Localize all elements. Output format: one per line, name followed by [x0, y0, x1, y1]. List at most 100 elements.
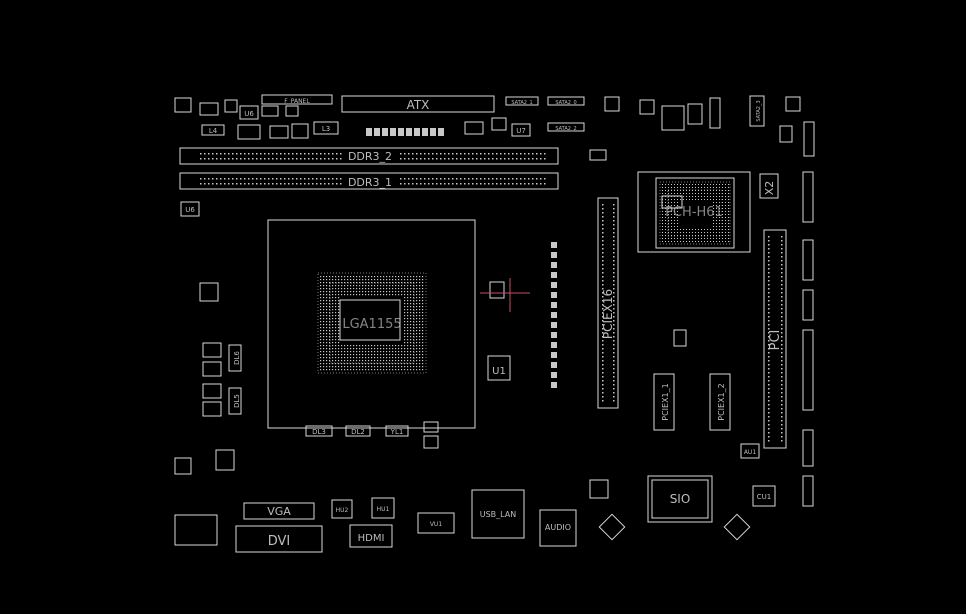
capacitor	[551, 302, 557, 308]
ddr-pin	[512, 183, 514, 185]
pch-ball	[722, 223, 723, 224]
vrm-chip	[202, 361, 222, 377]
cpu-pin	[386, 288, 388, 290]
cpu-pin	[416, 318, 418, 320]
cpu-pin	[320, 303, 322, 305]
cpu-pin	[332, 327, 334, 329]
cpu-pin	[362, 345, 364, 347]
cpu-pin	[380, 366, 382, 368]
pch-ball	[728, 196, 729, 197]
pch-ball	[713, 235, 714, 236]
ddr-pin	[248, 158, 250, 160]
sata2-1-label: SATA2_1	[511, 100, 532, 106]
ddr-pin	[292, 158, 294, 160]
pch-ball	[671, 184, 672, 185]
slot-pin	[602, 252, 604, 254]
cpu-pin	[422, 285, 424, 287]
slot-pin	[781, 328, 783, 330]
cpu-pin	[332, 291, 334, 293]
cpu-pin	[410, 342, 412, 344]
pch-ball	[725, 193, 726, 194]
ddr-pin	[416, 183, 418, 185]
pch-ball	[713, 220, 714, 221]
cpu-pin	[413, 321, 415, 323]
pch-ball	[707, 229, 708, 230]
slot-pin	[768, 316, 770, 318]
pch-ball	[668, 196, 669, 197]
pch-ball	[665, 223, 666, 224]
slot-pin	[602, 260, 604, 262]
cpu-pin	[419, 300, 421, 302]
capacitor	[551, 322, 557, 328]
sata2-3-label: SATA2_3	[756, 100, 762, 121]
ddr-pin	[508, 178, 510, 180]
slot-pin	[781, 356, 783, 358]
cpu-pin	[401, 282, 403, 284]
pch-ball	[677, 193, 678, 194]
pch-ball	[719, 187, 720, 188]
slot-pin	[781, 320, 783, 322]
pciex1-2-slot	[709, 373, 731, 431]
ddr-pin	[272, 158, 274, 160]
pch-ball	[686, 193, 687, 194]
cpu-pin	[359, 360, 361, 362]
slot-pin	[768, 428, 770, 430]
cpu-pin	[404, 294, 406, 296]
cpu-pin	[422, 309, 424, 311]
pch-ball	[665, 184, 666, 185]
cpu-pin	[389, 369, 391, 371]
cpu-pin	[329, 309, 331, 311]
cpu-pin	[338, 324, 340, 326]
pch-ball	[698, 196, 699, 197]
pch-ball	[674, 187, 675, 188]
cpu-pin	[338, 315, 340, 317]
dl2-led	[345, 425, 371, 437]
cpu-pin	[335, 354, 337, 356]
cpu-pin	[323, 282, 325, 284]
header-pin	[406, 128, 412, 136]
cpu-pin	[335, 306, 337, 308]
cpu-pin	[398, 363, 400, 365]
slot-pin	[613, 316, 615, 318]
cpu-pin	[407, 276, 409, 278]
pciex16-slot	[597, 197, 619, 409]
cpu-pin	[341, 360, 343, 362]
cpu-pin	[386, 294, 388, 296]
ddr-pin	[228, 178, 230, 180]
cpu-pin	[329, 279, 331, 281]
cu1-label: CU1	[757, 493, 771, 501]
cpu-pin	[320, 348, 322, 350]
cpu-pin	[419, 342, 421, 344]
cpu-pin	[362, 291, 364, 293]
cpu-pin	[332, 333, 334, 335]
ddr-pin	[284, 158, 286, 160]
cpu-pin	[413, 303, 415, 305]
slot-pin	[602, 296, 604, 298]
pch-ball	[686, 238, 687, 239]
cpu-pin	[395, 360, 397, 362]
pch-ball	[683, 241, 684, 242]
cpu-pin	[347, 351, 349, 353]
pch-ball	[713, 214, 714, 215]
ddr-pin	[324, 178, 326, 180]
cpu-pin	[413, 339, 415, 341]
cpu-pin	[413, 309, 415, 311]
pch-ball	[665, 205, 666, 206]
cpu-pin	[344, 345, 346, 347]
cpu-pin	[383, 357, 385, 359]
cpu-pin	[407, 330, 409, 332]
cpu-pin	[344, 357, 346, 359]
slot-pin	[781, 264, 783, 266]
capacitor	[551, 382, 557, 388]
ddr-pin	[528, 178, 530, 180]
ddr-pin	[216, 153, 218, 155]
slot-pin	[781, 292, 783, 294]
cpu-pin	[386, 360, 388, 362]
cpu-pin	[401, 348, 403, 350]
dl3-led	[305, 425, 333, 437]
cpu-pin	[350, 369, 352, 371]
pch-ball	[722, 211, 723, 212]
marker-crosshair	[480, 278, 530, 312]
slot-pin	[781, 340, 783, 342]
ddr-pin	[332, 158, 334, 160]
